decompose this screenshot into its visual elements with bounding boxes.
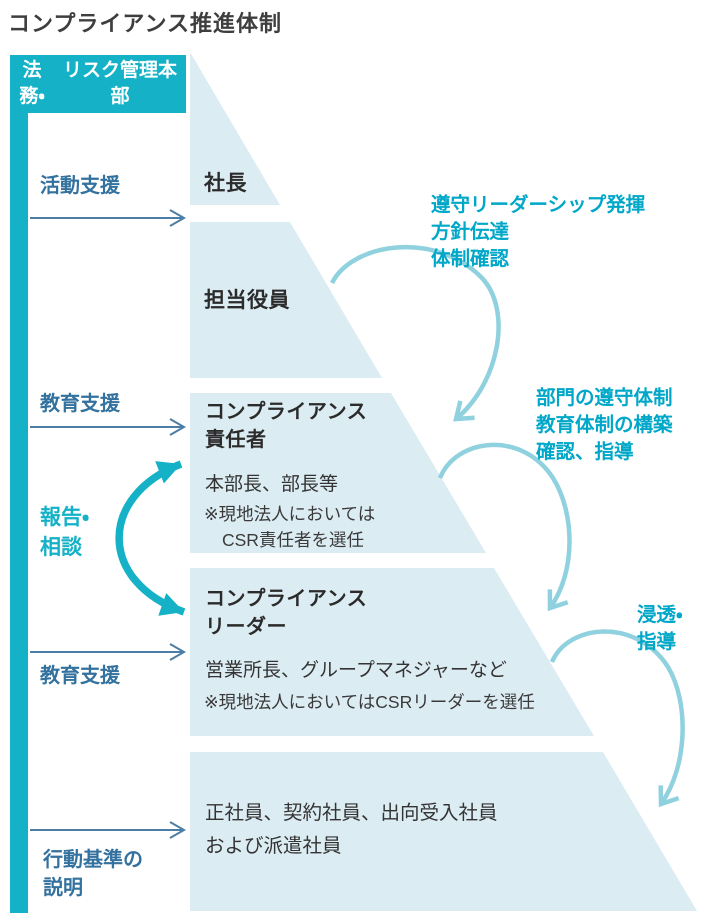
label-activity-support: 活動支援 xyxy=(40,175,120,197)
annotation-penetration-line1: 浸透・ xyxy=(637,604,683,626)
level-shape-president xyxy=(190,52,280,205)
manager-title-line2: 責任者 xyxy=(205,429,267,451)
level-body-compliance-leader: 営業所長、グループマネジャーなど xyxy=(205,660,507,681)
label-conduct-line1: 行動基準の xyxy=(43,849,143,871)
level-title-compliance-manager: コンプライアンス責任者 xyxy=(205,398,367,454)
legal-risk-hq-label-line1: 法務・ xyxy=(19,60,45,107)
label-report-line2: 相談 xyxy=(40,536,82,559)
cascade-arc-president-to-manager xyxy=(329,244,501,422)
annotation-department-line1: 部門の遵守体制 xyxy=(536,387,673,409)
annotation-leadership-line1: 遵守リーダーシップ発揮 xyxy=(431,194,646,216)
annotation-leadership-line2: 方針伝達 xyxy=(431,221,510,243)
employees-line1: 正社員、契約社員、出向受入社員 xyxy=(205,802,498,824)
level-title-compliance-leader: コンプライアンスリーダー xyxy=(205,585,367,641)
legal-risk-hq-bar xyxy=(10,55,28,913)
page-title: コンプライアンス推進体制 xyxy=(8,11,283,36)
report-consult-arrow xyxy=(115,460,186,616)
label-education-support-1: 教育支援 xyxy=(40,393,120,415)
level-title-officer: 担当役員 xyxy=(204,289,290,312)
annotation-department-line3: 確認、指導 xyxy=(536,441,634,463)
label-conduct-line2: 説明 xyxy=(43,877,83,899)
cascade-arc-manager-to-leader xyxy=(437,442,572,612)
level-note-manager-line2: CSR責任者を選任 xyxy=(222,530,364,550)
level-shape-compliance-manager xyxy=(190,393,486,553)
cascade-arc-leader-to-employees xyxy=(549,629,685,808)
manager-title-line1: コンプライアンス xyxy=(205,401,368,423)
label-education-support-2: 教育支援 xyxy=(40,665,120,687)
legal-risk-hq-box: 法務・リスク管理本部 xyxy=(10,55,186,113)
level-body-compliance-manager: 本部長、部長等 xyxy=(205,474,339,495)
level-note-leader: ※現地法人においてはCSRリーダーを選任 xyxy=(204,692,535,712)
label-conduct-explanation: 行動基準の説明 xyxy=(43,846,143,902)
annotation-department: 部門の遵守体制教育体制の構築確認、指導 xyxy=(536,385,673,466)
level-body-employees: 正社員、契約社員、出向受入社員および派遣社員 xyxy=(205,797,498,863)
level-title-president: 社長 xyxy=(204,172,247,195)
label-report-line1: 報告・ xyxy=(40,506,90,529)
level-shape-officer xyxy=(190,222,382,378)
annotation-leadership: 遵守リーダーシップ発揮方針伝達体制確認 xyxy=(431,192,645,273)
annotation-penetration: 浸透・指導 xyxy=(637,602,683,656)
annotation-penetration-line2: 指導 xyxy=(637,631,677,653)
legal-risk-hq-label-line2: リスク管理本部 xyxy=(63,60,178,107)
label-report-consult: 報告・相談 xyxy=(40,503,89,563)
leader-title-line2: リーダー xyxy=(205,616,287,638)
level-note-manager-line1: ※現地法人においては xyxy=(204,504,376,524)
employees-line2: および派遣社員 xyxy=(205,835,342,857)
leader-title-line1: コンプライアンス xyxy=(205,588,368,610)
level-shape-compliance-leader xyxy=(190,568,594,736)
annotation-leadership-line3: 体制確認 xyxy=(431,248,510,270)
level-shape-employees xyxy=(190,752,697,911)
annotation-department-line2: 教育体制の構築 xyxy=(536,414,673,436)
